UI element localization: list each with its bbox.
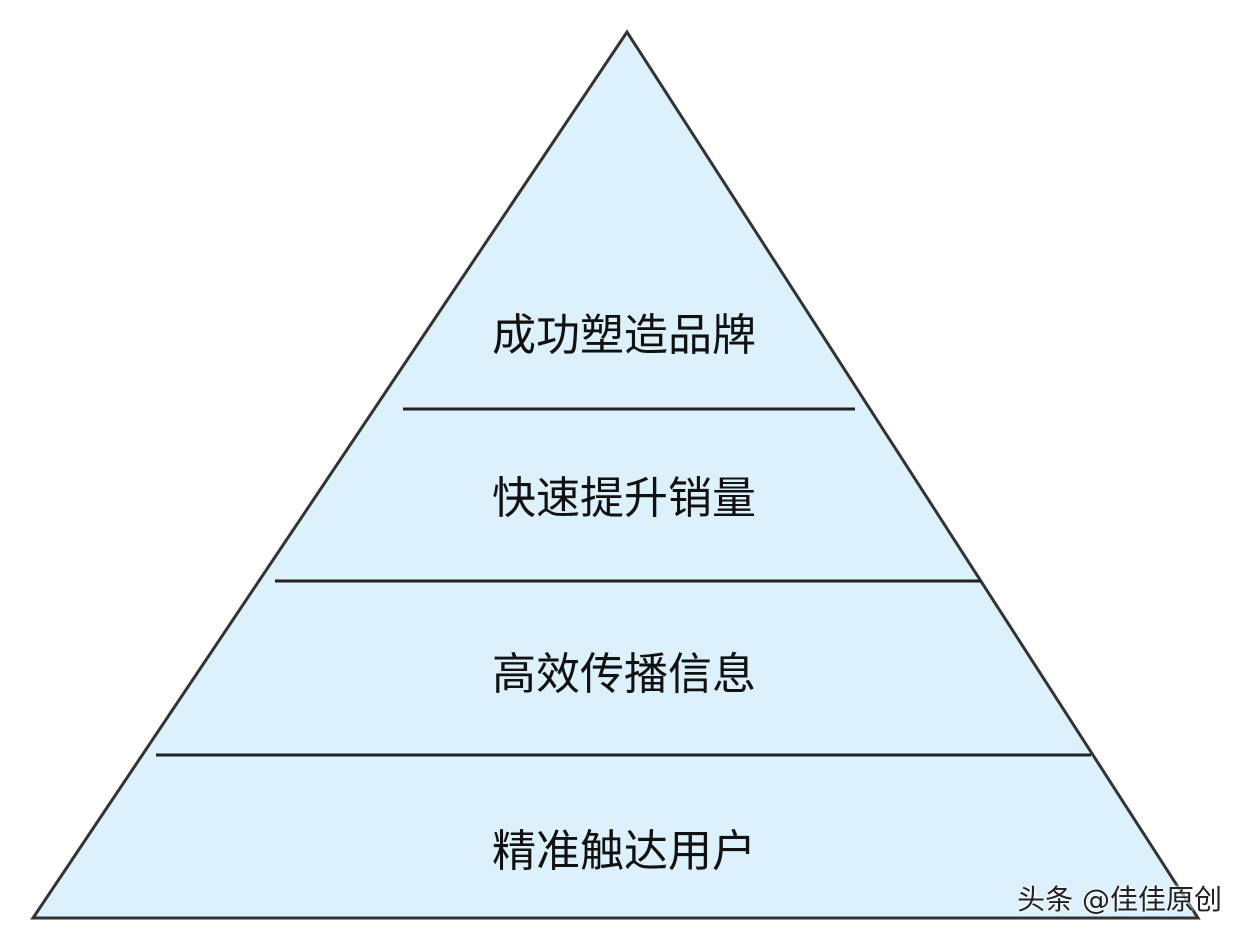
level-label-top: 成功塑造品牌 (492, 310, 756, 361)
level-label-second: 快速提升销量 (492, 473, 756, 524)
level-label-bottom: 精准触达用户 (492, 826, 756, 877)
pyramid-triangle (30, 29, 1201, 920)
level-label-third: 高效传播信息 (492, 649, 756, 700)
watermark-text: 头条 @佳佳原创 (1017, 883, 1222, 916)
